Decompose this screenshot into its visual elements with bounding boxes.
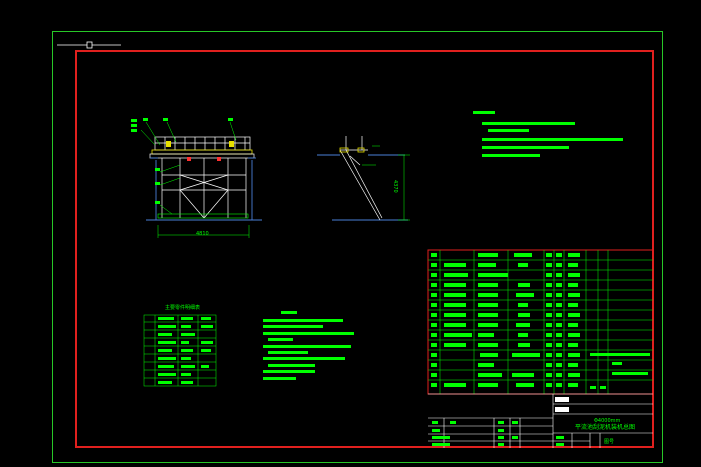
truss-frame xyxy=(161,158,247,219)
front-elevation-view xyxy=(131,118,262,238)
parts-table-caption: 主要零件明细表 xyxy=(165,305,201,311)
title-block xyxy=(428,393,653,448)
section-height-dimension: 4370 xyxy=(392,180,398,193)
leader-lines xyxy=(140,121,250,238)
technical-notes-top xyxy=(473,111,623,157)
outer-drawing-border xyxy=(52,31,663,463)
side-section-view xyxy=(317,136,410,221)
title-block-scale-note: Φ4000mm xyxy=(594,418,621,424)
parts-schedule-small xyxy=(143,314,217,387)
bill-of-materials xyxy=(427,249,654,395)
drawing-title: 平流池刮泥机装机总图 xyxy=(575,424,636,431)
technical-notes-bottom xyxy=(263,311,354,380)
scale-bar xyxy=(57,41,121,49)
inner-title-border xyxy=(75,50,654,448)
balloon-labels xyxy=(131,118,233,204)
elevation-width-dimension: 4810 xyxy=(196,231,209,237)
sheet-number-label: 图号 xyxy=(604,439,615,445)
